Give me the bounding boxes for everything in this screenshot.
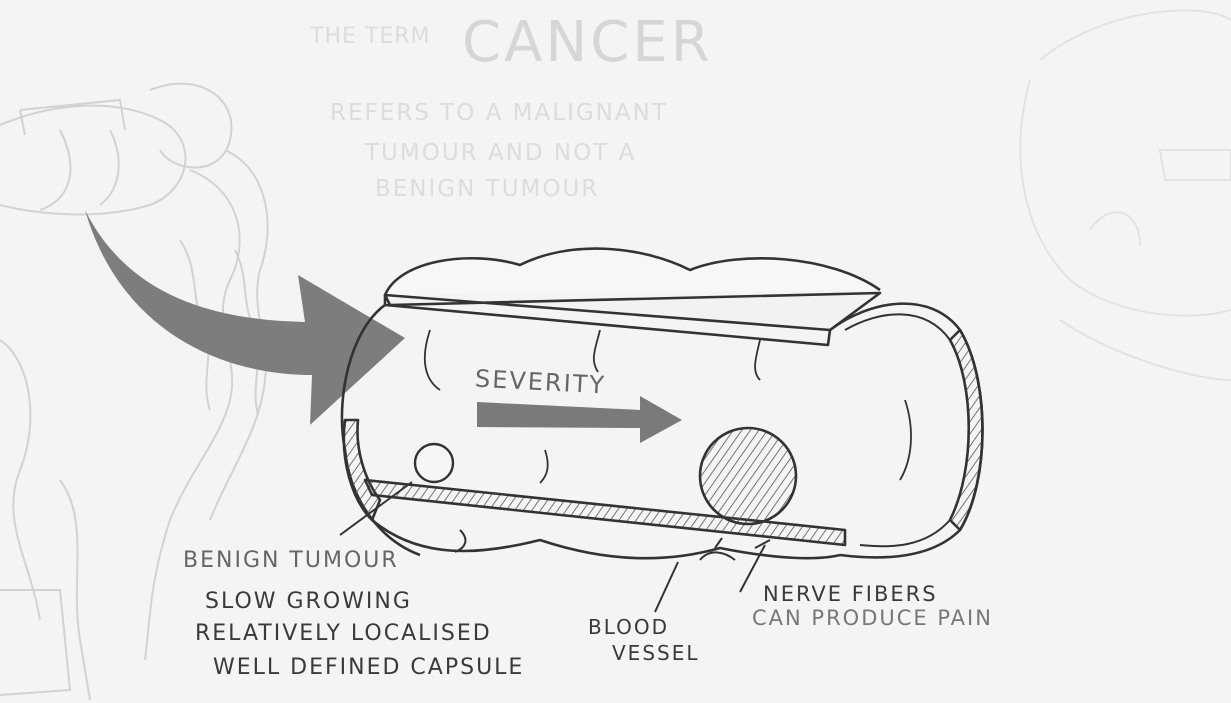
faded-right-sketch — [1020, 10, 1231, 380]
header-prefix: THE TERM — [310, 24, 430, 49]
blood-line-2: VESSEL — [612, 641, 700, 665]
severity-arrow — [477, 396, 682, 443]
header-line-2: TUMOUR AND NOT A — [365, 140, 636, 166]
nerve-line-2: CAN PRODUCE PAIN — [752, 606, 993, 630]
benign-tumour-small — [415, 444, 453, 482]
header-line-3: BENIGN TUMOUR — [375, 176, 599, 202]
zoom-arrow — [85, 210, 405, 425]
benign-title: BENIGN TUMOUR — [183, 548, 399, 573]
header-line-1: REFERS TO A MALIGNANT — [330, 100, 668, 126]
benign-line-3: WELL DEFINED CAPSULE — [213, 655, 524, 680]
nerve-line-1: NERVE FIBERS — [763, 582, 938, 606]
intestine-tube — [342, 249, 983, 559]
tumour-large — [700, 428, 796, 524]
header-title: CANCER — [462, 10, 713, 75]
benign-line-2: RELATIVELY LOCALISED — [195, 621, 492, 646]
benign-line-1: SLOW GROWING — [205, 589, 412, 614]
blood-line-1: BLOOD — [588, 615, 669, 639]
